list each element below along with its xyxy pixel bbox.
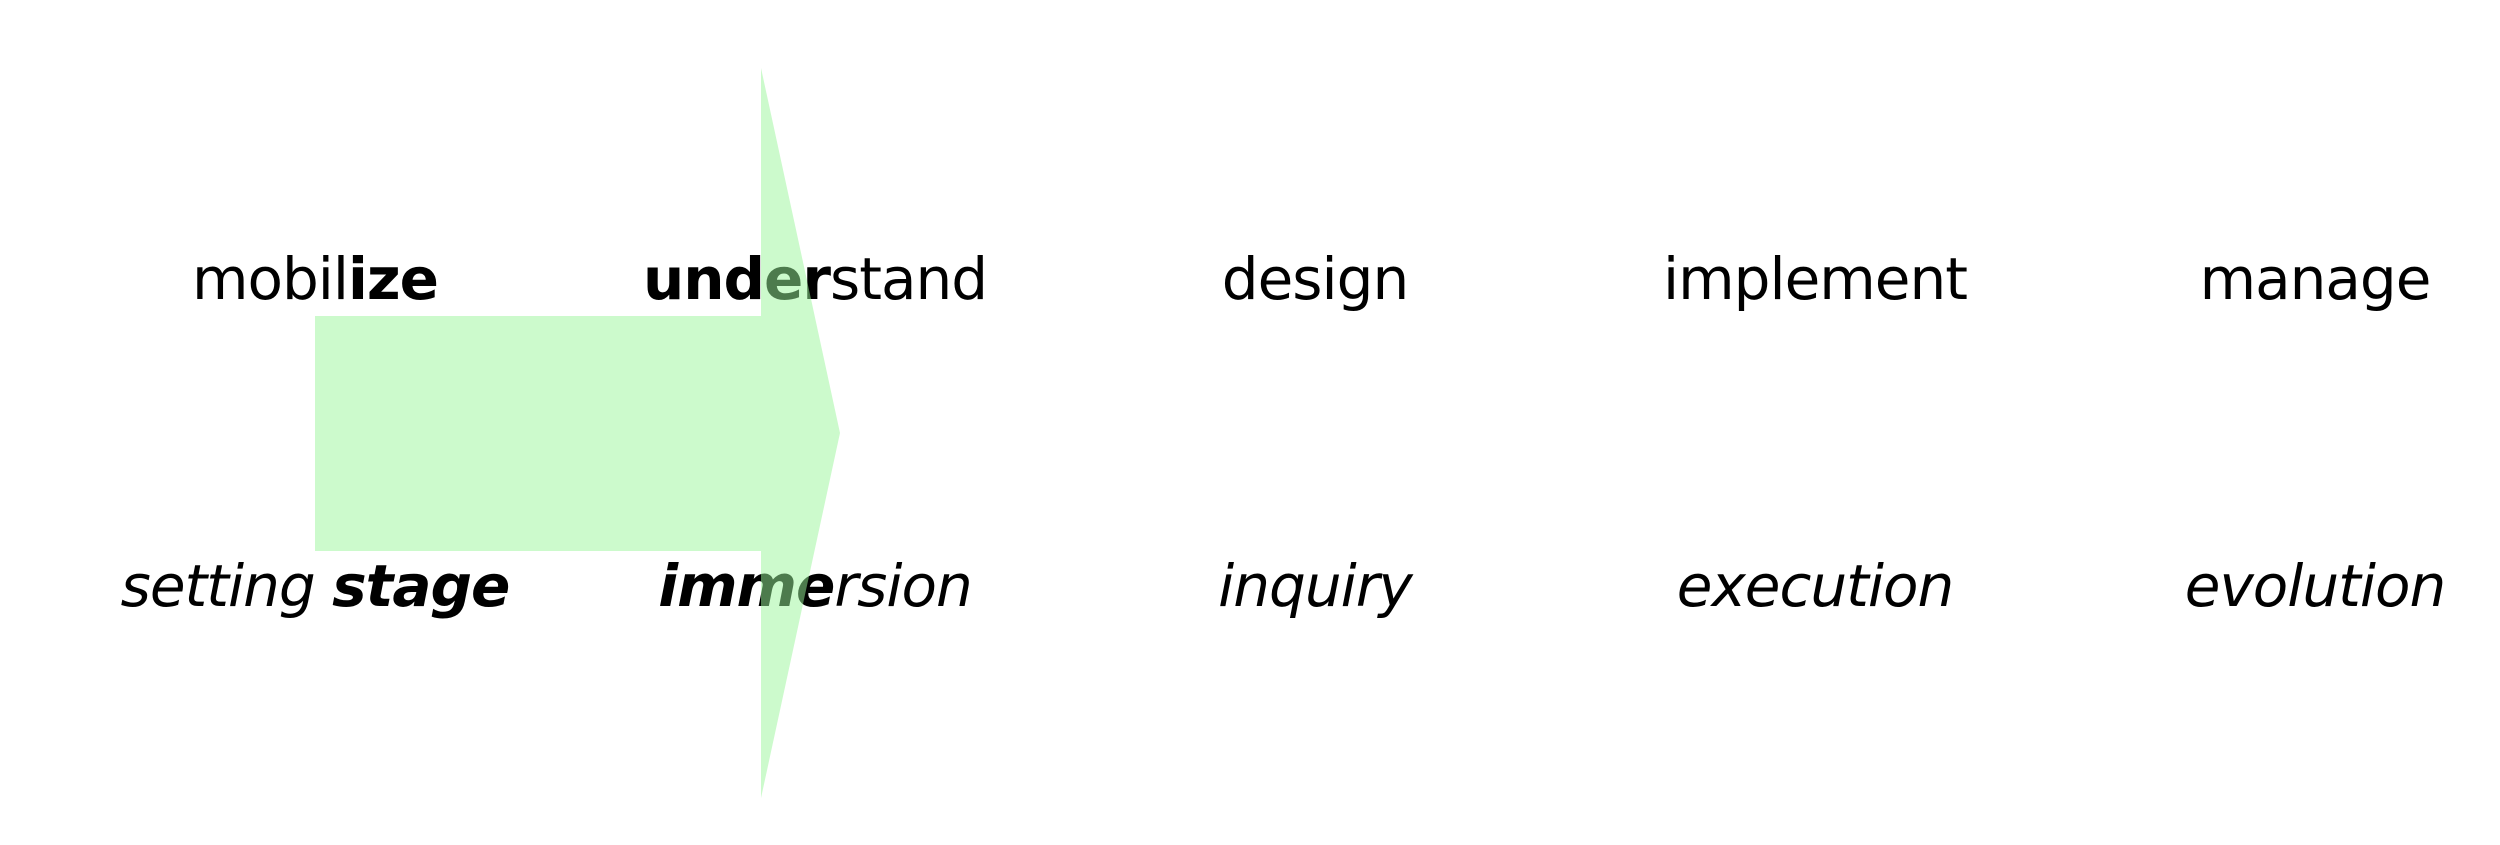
label-bold: imme <box>658 552 835 620</box>
label-bold: ize <box>348 245 439 313</box>
subphase-immersion: immersion <box>658 557 973 615</box>
phase-design: design <box>1221 245 1409 313</box>
phase-mobilize: mobilize <box>192 250 439 308</box>
phase-understand: understand <box>643 250 988 308</box>
subphase-evolution: evolution <box>2184 552 2446 620</box>
label-plain: mobil <box>191 245 349 313</box>
label-bold: stage <box>332 552 510 620</box>
label-bold: under <box>642 245 831 313</box>
label-plain: setting <box>120 552 333 620</box>
phase-manage: manage <box>2199 245 2432 313</box>
subphase-execution: execution <box>1676 552 1954 620</box>
subphase-inquiry: inquiry <box>1218 552 1413 620</box>
phase-implement: implement <box>1663 245 1968 313</box>
label-plain: stand <box>829 245 988 313</box>
label-plain: rsion <box>834 552 972 620</box>
subphase-setting-stage: setting stage <box>121 557 511 615</box>
